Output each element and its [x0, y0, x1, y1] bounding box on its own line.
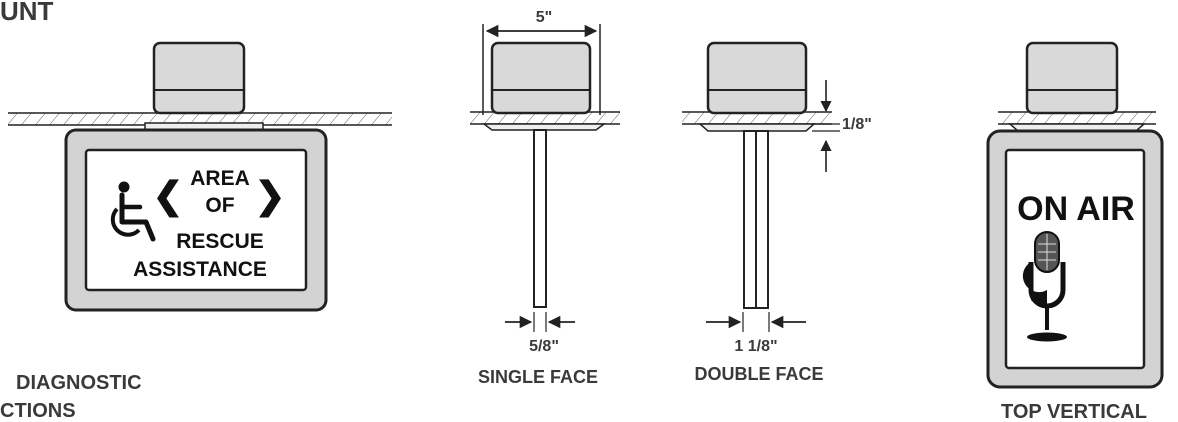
wheelchair-icon [110, 181, 156, 242]
double-face-assembly: 1/8" 1 1/8" DOUBLE FACE [682, 41, 872, 384]
single-face-housing [490, 41, 592, 115]
double-face-stem [743, 130, 769, 309]
rescue-sign-face [84, 148, 308, 292]
left-arrow-icon: ❮ [152, 175, 183, 218]
ceiling-mount-assembly: ❮ ❯ AREA OF RESCUE ASSISTANCE [8, 41, 392, 312]
on-air-sign-face [1004, 148, 1146, 370]
sign-text-rescue: RESCUE [176, 230, 264, 253]
top-vertical-caption: TOP VERTICAL [1001, 401, 1147, 422]
single-face-caption: SINGLE FACE [478, 367, 598, 387]
double-face-housing [706, 41, 808, 115]
double-stem-dimension-label: 1 1/8" [734, 338, 777, 355]
top-vertical-housing [1025, 41, 1119, 115]
single-stem-dimension [505, 312, 575, 332]
single-face-assembly: 5" 5/8" SINGLE FACE [470, 9, 620, 387]
width-dimension-label: 5" [536, 9, 552, 26]
plate-thickness-label: 1/8" [842, 116, 872, 133]
width-dimension [482, 24, 601, 115]
double-face-plate [698, 123, 816, 132]
functions-label: CTIONS [0, 400, 76, 422]
diagnostic-label: DIAGNOSTIC [16, 372, 142, 394]
plate-thickness-dimension [812, 80, 840, 172]
sign-text-of: OF [205, 194, 234, 217]
sign-text-area: AREA [190, 167, 250, 190]
on-air-text: ON AIR [1017, 190, 1135, 228]
microphone-icon [1022, 231, 1067, 342]
single-face-plate [481, 123, 607, 131]
page-title-fragment: UNT [0, 0, 54, 26]
sign-text-assistance: ASSISTANCE [133, 258, 267, 281]
double-stem-dimension [706, 312, 806, 332]
single-face-stem [533, 129, 547, 308]
right-arrow-icon: ❯ [254, 175, 285, 218]
double-face-caption: DOUBLE FACE [694, 364, 823, 384]
mount-housing [152, 41, 246, 115]
top-vertical-assembly: ON AIR TOP VERTICAL [986, 41, 1164, 422]
single-stem-dimension-label: 5/8" [529, 338, 559, 355]
